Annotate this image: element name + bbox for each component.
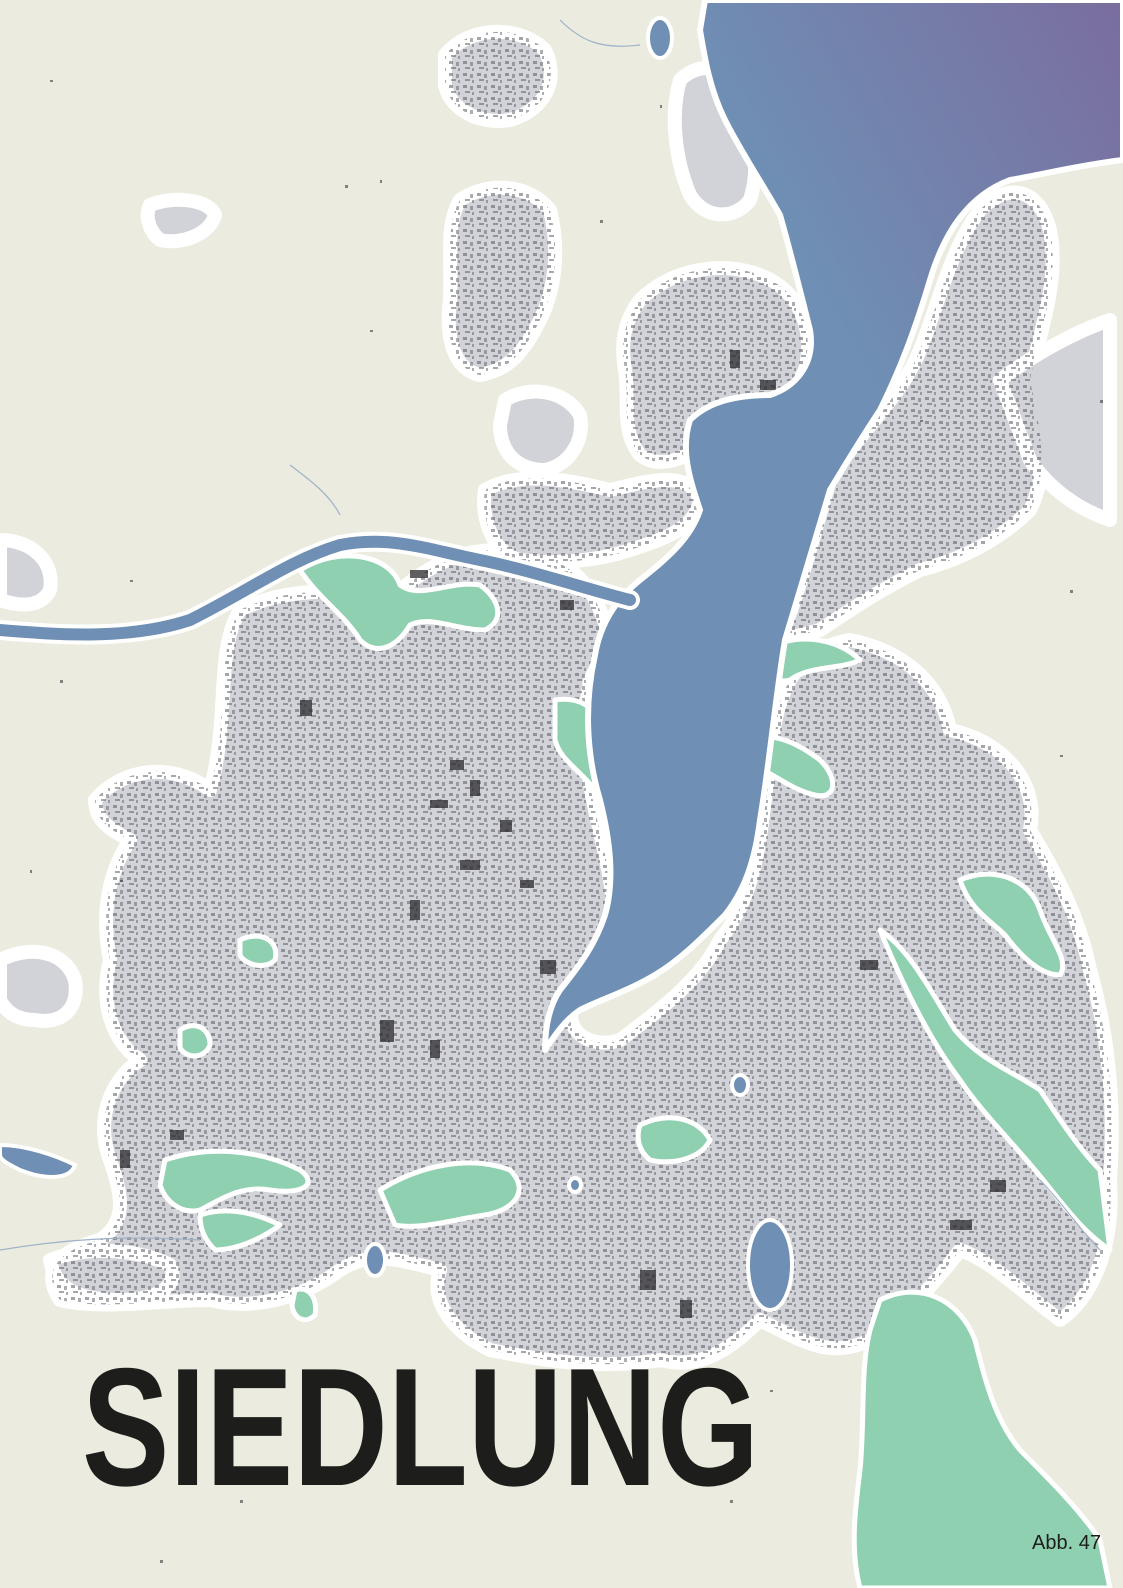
streams [0,19,1101,1251]
green-east-lobe [957,871,1066,978]
settlement-small-west [140,192,222,249]
fjord-water [542,0,1123,1053]
figure-label: Abb. 47 [1032,1532,1101,1554]
lake-west [0,1142,78,1179]
lake-small-east [730,1073,750,1097]
green-west-small [237,933,279,968]
lake-south [746,1218,794,1312]
city-centre-blocks [120,350,1006,1318]
green-west-circle [177,1023,213,1059]
settlement-small-ring [493,384,588,477]
green-south-centre [377,1160,522,1229]
lake-southwest [363,1242,387,1278]
green-south-east-patch [635,1115,713,1165]
rural-buildings [30,80,1103,1563]
green-southeast-large [851,1289,1113,1588]
canal-river-water [0,535,636,641]
green-southwest-lower [197,1208,283,1253]
lakes [0,16,794,1312]
green-north-park [297,553,501,651]
settlement-west-edge [0,533,58,612]
lake-north [646,16,674,60]
lake-small-centre [567,1176,583,1194]
green-river-corridor [877,927,1113,1253]
settlement-west-lobe [0,944,83,1028]
green-southwest-pond [289,1286,319,1323]
green-southwest-meander [157,1148,311,1214]
page-title: SIEDLUNG [82,1333,760,1521]
